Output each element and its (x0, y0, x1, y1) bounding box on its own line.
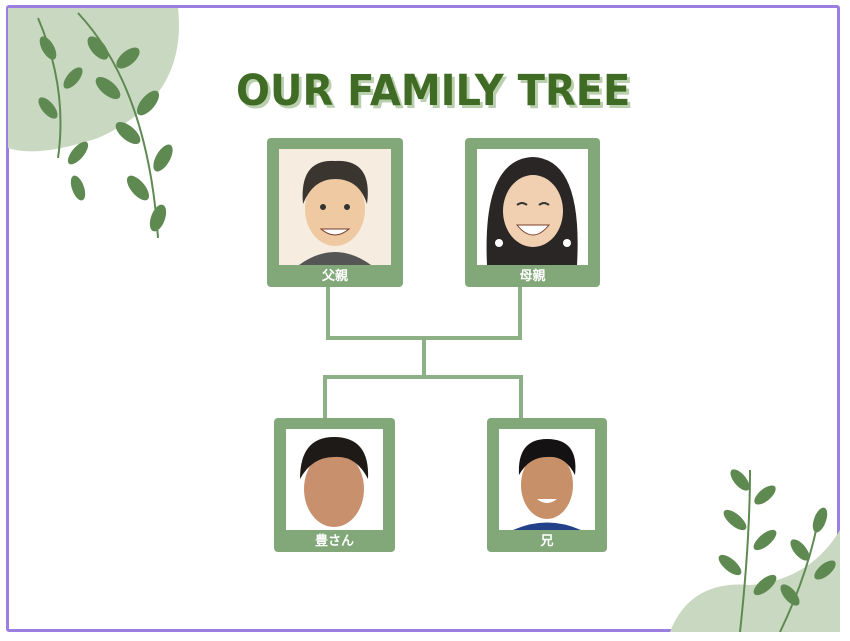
member-label: 豊さん (314, 534, 354, 549)
connector (326, 286, 330, 340)
father-portrait-icon (279, 149, 391, 265)
yutaka-photo-icon (286, 429, 383, 530)
member-label: 母親 (519, 269, 546, 284)
brother-photo-icon (499, 429, 595, 530)
member-label: 兄 (540, 534, 554, 549)
mother-portrait-icon (477, 149, 588, 265)
member-card-mother[interactable]: 母親 (465, 138, 600, 287)
member-card-father[interactable]: 父親 (267, 138, 403, 287)
connector (323, 375, 523, 379)
page-title: OUR FAMILY TREE (236, 66, 631, 116)
leaf-decoration-bottom-right (670, 469, 840, 632)
connector (518, 286, 522, 340)
connector (323, 377, 327, 420)
member-card-brother[interactable]: 兄 (487, 418, 607, 552)
leaf-decoration-top-left (8, 8, 179, 239)
member-label: 父親 (321, 269, 348, 284)
page-frame (6, 5, 840, 632)
connector (422, 338, 426, 378)
connector (519, 377, 523, 420)
member-card-yutaka[interactable]: 豊さん (274, 418, 395, 552)
